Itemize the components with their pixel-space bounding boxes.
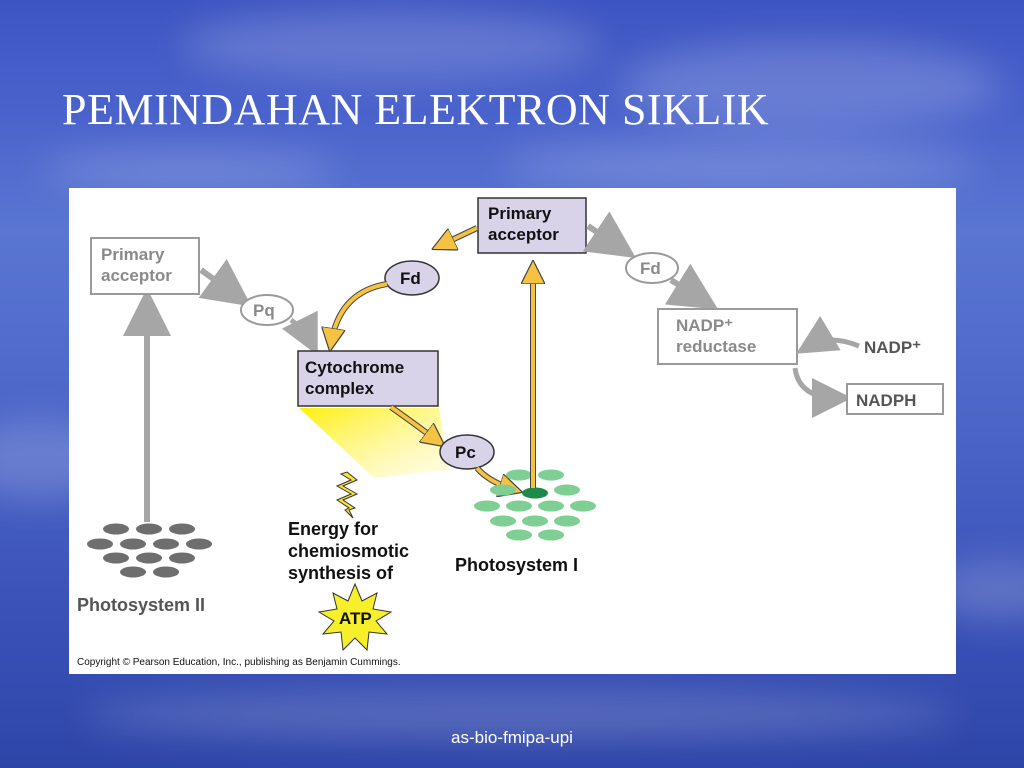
photosystem-2-label: Photosystem II	[77, 595, 205, 615]
background-cloud	[500, 140, 980, 190]
energy-for-atp-text: Energy for chemiosmotic synthesis of	[288, 519, 414, 583]
background-cloud	[80, 690, 960, 740]
pc-label: Pc	[455, 443, 476, 462]
acceptor-to-fd-noncyclic-arrow	[582, 211, 636, 258]
figure-panel: Primary acceptor Pq Cytochrome complex P…	[69, 188, 956, 674]
atp-label: ATP	[339, 609, 372, 628]
ps1-primary-acceptor-label: Primary acceptor	[488, 204, 559, 244]
p700-reaction-center	[522, 487, 548, 499]
fd-to-reductase-arrow	[664, 263, 719, 310]
photosystem-1-icon	[474, 469, 596, 541]
background-cloud	[40, 150, 340, 190]
background-cloud	[180, 10, 600, 80]
reductase-to-nadph-arrow	[792, 367, 852, 418]
nadph-box	[846, 383, 944, 415]
nadph-label: NADPH	[856, 391, 916, 410]
nadp-plus-label: NADP⁺	[864, 338, 921, 357]
fd-cyclic-label: Fd	[400, 269, 421, 288]
cytochrome-complex-label: Cytochrome complex	[305, 358, 409, 398]
acceptor-to-pq-arrow	[198, 258, 252, 307]
nadp-reductase-label: NADP⁺ reductase	[676, 316, 756, 356]
photosystem-1-label: Photosystem I	[455, 555, 578, 575]
pq-oval	[240, 294, 294, 326]
cytochrome-complex-box	[297, 350, 439, 407]
cyclic-electron-flow-diagram: Primary acceptor Pq Cytochrome complex P…	[77, 197, 944, 668]
background-cloud	[620, 40, 1000, 130]
nadp-to-reductase-arrow	[796, 315, 860, 354]
copyright-text: Copyright © Pearson Education, Inc., pub…	[77, 657, 401, 668]
pq-label: Pq	[253, 301, 275, 320]
acceptor-to-fd-cyclic-arrow	[439, 226, 478, 246]
ps2-primary-acceptor-label: Primary acceptor	[101, 245, 172, 285]
fd-cyclic-oval	[384, 260, 440, 296]
pc-oval	[439, 434, 495, 470]
pq-to-cytochrome-arrow	[281, 310, 318, 356]
ps1-primary-acceptor-box	[477, 197, 587, 254]
slide-footer: as-bio-fmipa-upi	[451, 728, 573, 747]
atp-starburst-icon	[317, 582, 393, 652]
energy-beam	[299, 408, 449, 478]
fd-noncyclic-label: Fd	[640, 259, 661, 278]
slide-title: PEMINDAHAN ELEKTRON SIKLIK	[62, 85, 770, 134]
fd-to-cytochrome-arrow	[331, 282, 388, 344]
photosystem-2-icon	[87, 523, 212, 578]
lightning-bolt-icon	[335, 471, 359, 519]
